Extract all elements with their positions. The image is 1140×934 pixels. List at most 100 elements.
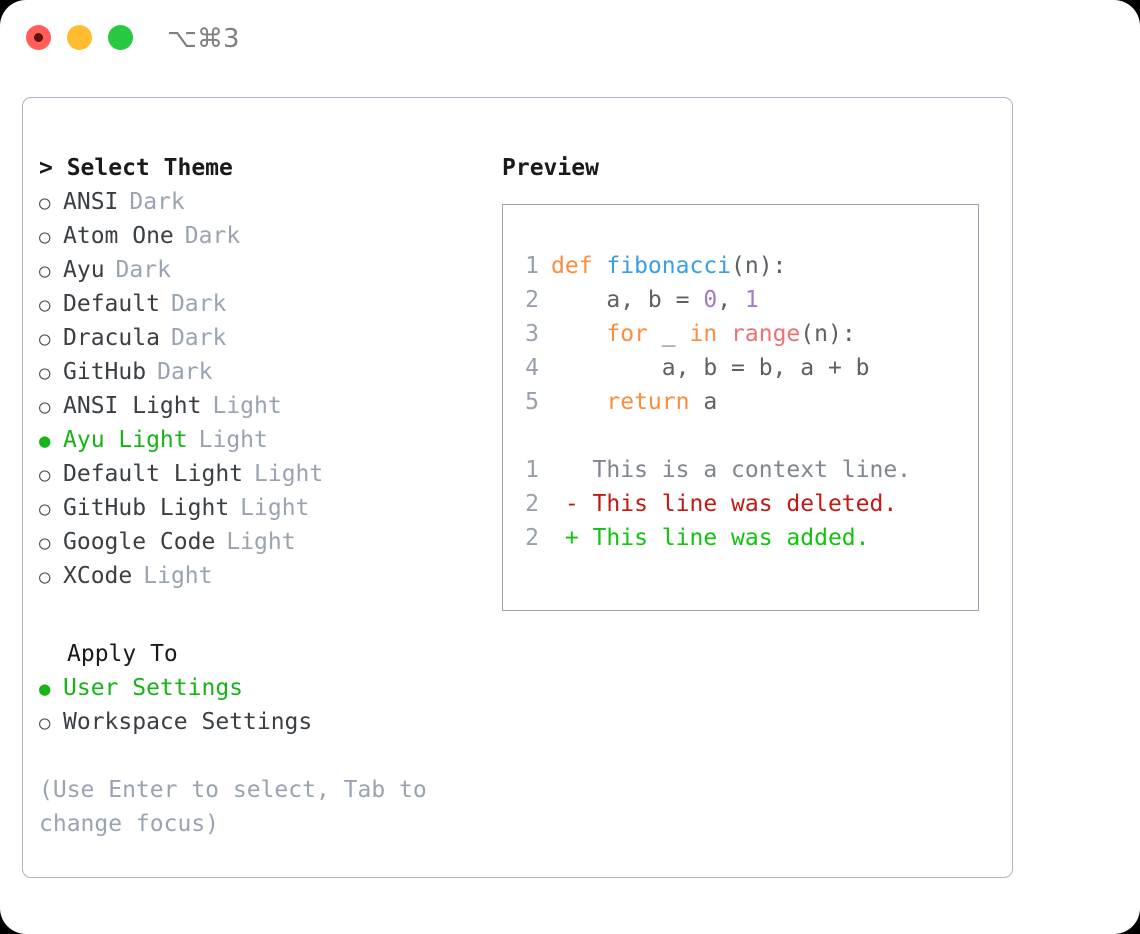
line-number: 1: [525, 457, 539, 483]
diff-line-added: 2 + This line was added.: [503, 521, 978, 555]
theme-name: XCode: [63, 563, 133, 589]
theme-list-item[interactable]: ○ Default Dark: [39, 287, 489, 321]
apply-to-list-item[interactable]: ● User Settings: [39, 671, 489, 705]
diff-line-content: - This line was deleted.: [551, 491, 898, 517]
code-token-builtin: range: [731, 321, 801, 347]
code-line-content: a, b = 0, 1: [551, 283, 758, 317]
code-token-keyword: in: [689, 321, 718, 347]
radio-unselected-icon: ○: [39, 464, 51, 486]
hint-spacer: [39, 739, 489, 773]
line-number: 3: [525, 321, 539, 347]
code-token-keyword: return: [606, 389, 690, 415]
line-number: 2: [525, 491, 539, 517]
theme-variant-badge: Dark: [129, 189, 185, 215]
diff-line-content: This is a context line.: [551, 457, 912, 483]
theme-variant-badge: Light: [212, 393, 282, 419]
close-button[interactable]: [26, 25, 51, 50]
theme-variant-badge: Dark: [170, 325, 227, 351]
keyboard-hint-text: (Use Enter to select, Tab to change focu…: [39, 777, 441, 837]
theme-variant-badge: Light: [226, 529, 296, 555]
radio-unselected-icon: ○: [39, 712, 51, 734]
code-line-content: a, b = b, a + b: [551, 351, 870, 385]
diff-line-deleted: 2 - This line was deleted.: [503, 487, 978, 521]
theme-name: Default: [63, 291, 160, 317]
theme-variant-badge: Light: [254, 461, 324, 487]
code-line-content: def fibonacci(n):: [551, 249, 786, 283]
apply-to-heading: Apply To: [67, 641, 178, 667]
radio-selected-icon: ●: [39, 430, 51, 452]
theme-variant-badge: Dark: [170, 291, 227, 317]
radio-unselected-icon: ○: [39, 396, 51, 418]
radio-unselected-icon: ○: [39, 328, 51, 350]
radio-unselected-icon: ○: [39, 260, 51, 282]
radio-unselected-icon: ○: [39, 566, 51, 588]
select-theme-heading: > Select Theme: [39, 155, 233, 181]
radio-unselected-icon: ○: [39, 362, 51, 384]
line-number: 4: [525, 355, 539, 381]
theme-variant-badge: Light: [240, 495, 310, 521]
diff-sample: 1 This is a context line.2 - This line w…: [503, 453, 978, 555]
theme-list-item[interactable]: ○ ANSI Dark: [39, 185, 489, 219]
window-controls: [26, 25, 133, 50]
theme-variant-badge: Dark: [115, 257, 171, 283]
apply-to-list[interactable]: ● User Settings ○ Workspace Settings: [39, 671, 489, 739]
keyboard-shortcut-label: ⌥⌘3: [167, 24, 240, 54]
code-token-plain: _: [647, 321, 690, 347]
radio-unselected-icon: ○: [39, 498, 51, 520]
code-token-number: 0: [703, 287, 718, 313]
code-token-function: fibonacci: [606, 253, 732, 279]
apply-to-list-item[interactable]: ○ Workspace Settings: [39, 705, 489, 739]
theme-variant-badge: Dark: [184, 223, 241, 249]
code-token-plain: [551, 389, 606, 415]
radio-unselected-icon: ○: [39, 294, 51, 316]
code-token-keyword: for: [606, 321, 648, 347]
preview-heading: Preview: [502, 155, 599, 181]
line-number: 2: [525, 525, 539, 551]
theme-list-item[interactable]: ● Ayu Light Light: [39, 423, 489, 457]
theme-name: Ayu: [63, 257, 105, 283]
code-token-plain: a: [689, 389, 718, 415]
apply-to-label: User Settings: [63, 675, 244, 701]
theme-name: Ayu Light: [63, 427, 188, 453]
radio-selected-icon: ●: [39, 678, 51, 700]
code-diff-gap: [503, 419, 978, 453]
theme-list-item[interactable]: ○ Ayu Dark: [39, 253, 489, 287]
theme-variant-badge: Dark: [157, 359, 213, 385]
code-line: 5 return a: [503, 385, 978, 419]
code-token-plain: a, b = b, a + b: [551, 355, 870, 381]
theme-name: ANSI Light: [63, 393, 202, 419]
line-number: 5: [525, 389, 539, 415]
radio-unselected-icon: ○: [39, 192, 51, 214]
radio-unselected-icon: ○: [39, 226, 51, 248]
code-line: 3 for _ in range(n):: [503, 317, 978, 351]
title-bar: ⌥⌘3: [0, 0, 1140, 78]
code-line-content: return a: [551, 385, 717, 419]
code-line: 2 a, b = 0, 1: [503, 283, 978, 317]
code-line: 4 a, b = b, a + b: [503, 351, 978, 385]
theme-list-item[interactable]: ○ ANSI Light Light: [39, 389, 489, 423]
theme-name: ANSI: [63, 189, 119, 215]
line-number: 1: [525, 253, 539, 279]
theme-list-item[interactable]: ○ Atom One Dark: [39, 219, 489, 253]
apply-to-label: Workspace Settings: [63, 709, 313, 735]
code-token-keyword: def: [551, 253, 607, 279]
theme-name: Atom One: [63, 223, 174, 249]
maximize-button[interactable]: [108, 25, 133, 50]
radio-unselected-icon: ○: [39, 532, 51, 554]
code-line: 1 def fibonacci(n):: [503, 249, 978, 283]
minimize-button[interactable]: [67, 25, 92, 50]
diff-line-context: 1 This is a context line.: [503, 453, 978, 487]
theme-variant-badge: Light: [198, 427, 268, 453]
